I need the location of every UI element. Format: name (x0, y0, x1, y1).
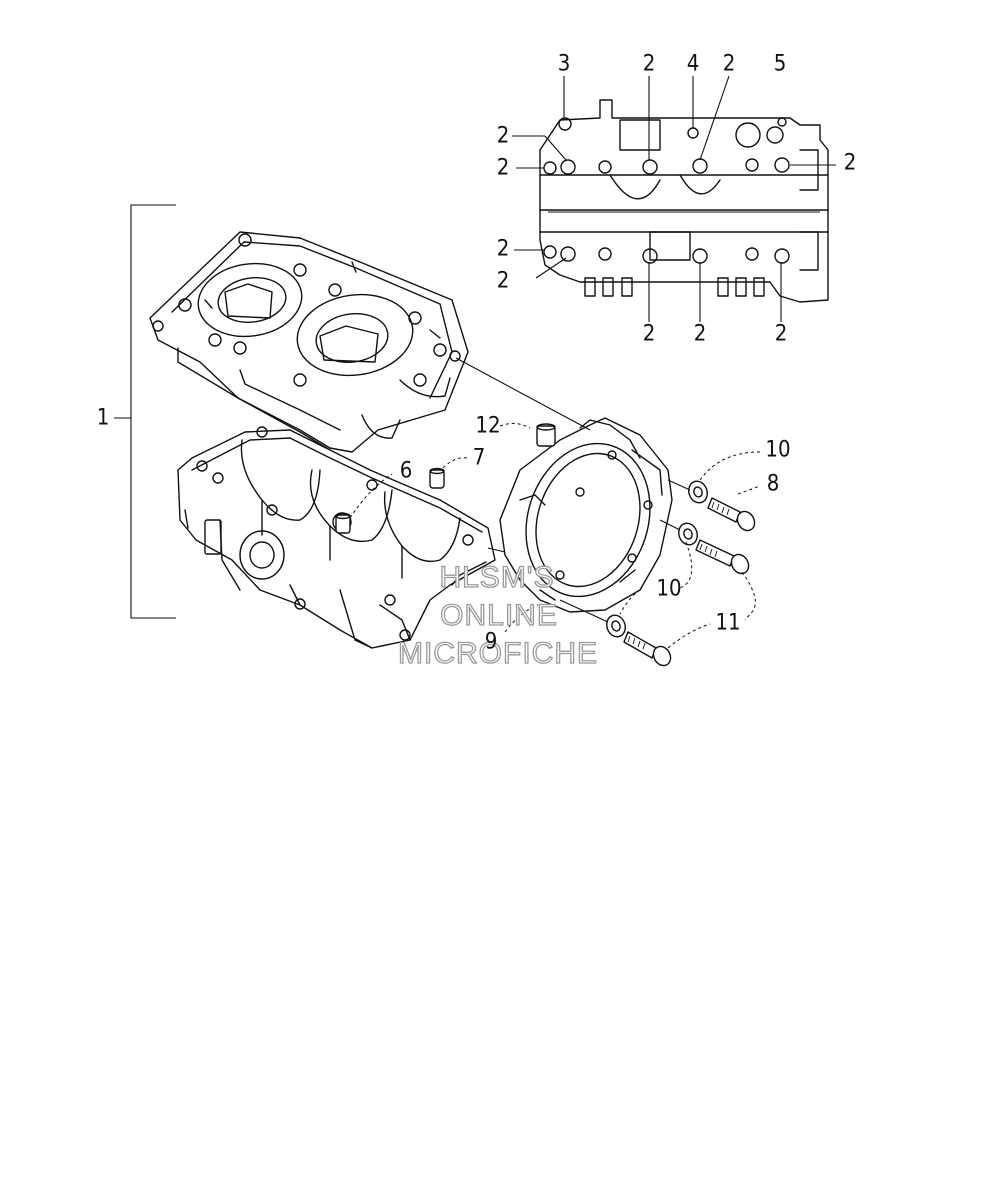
leader-lines (349, 75, 836, 649)
bolt-8 (707, 497, 756, 532)
callout-labels: 1 2 2 2 2 2 2 2 2 2 2 2 3 4 5 6 7 8 9 10… (97, 52, 857, 655)
callout-10: 10 (656, 577, 681, 602)
callout-4: 4 (687, 52, 700, 77)
callout-11: 11 (715, 611, 740, 636)
callout-2: 2 (643, 52, 656, 77)
dowel-pin-7 (429, 467, 445, 489)
callout-7: 7 (473, 446, 486, 471)
bolt-11-lower (623, 631, 672, 667)
washer-10-lower (606, 614, 626, 638)
callout-10: 10 (765, 438, 790, 463)
watermark-line-3: MICROFICHE (398, 637, 598, 670)
callout-8: 8 (767, 472, 780, 497)
callout-1: 1 (97, 406, 110, 431)
callout-3: 3 (558, 52, 571, 77)
callout-2: 2 (694, 322, 707, 347)
callout-2: 2 (643, 322, 656, 347)
washer-10-middle (678, 522, 698, 546)
alignment-lines (455, 357, 691, 623)
assembly-bracket (114, 204, 176, 619)
callout-6: 6 (400, 459, 413, 484)
lower-crankcase-half (177, 426, 496, 649)
bearing-housing (499, 417, 673, 613)
bolt-11 (695, 539, 750, 575)
callout-2: 2 (497, 124, 510, 149)
callout-2: 2 (844, 151, 857, 176)
callout-9: 9 (485, 630, 498, 655)
pin-6 (335, 512, 351, 534)
callout-5: 5 (774, 52, 787, 77)
watermark: HLSM'S ONLINE MICROFICHE (397, 560, 598, 670)
dowel-pin-12 (536, 423, 556, 447)
watermark-line-2: ONLINE (440, 599, 558, 632)
callout-2: 2 (775, 322, 788, 347)
crankcase-bottom-view-inset (539, 99, 829, 303)
watermark-line-1: HLSM'S (439, 561, 554, 594)
callout-12: 12 (475, 414, 500, 439)
upper-crankcase-half (149, 231, 469, 453)
callout-2: 2 (723, 52, 736, 77)
callout-2: 2 (497, 269, 510, 294)
washer-10-upper (688, 480, 708, 504)
callout-2: 2 (497, 237, 510, 262)
callout-2: 2 (497, 156, 510, 181)
